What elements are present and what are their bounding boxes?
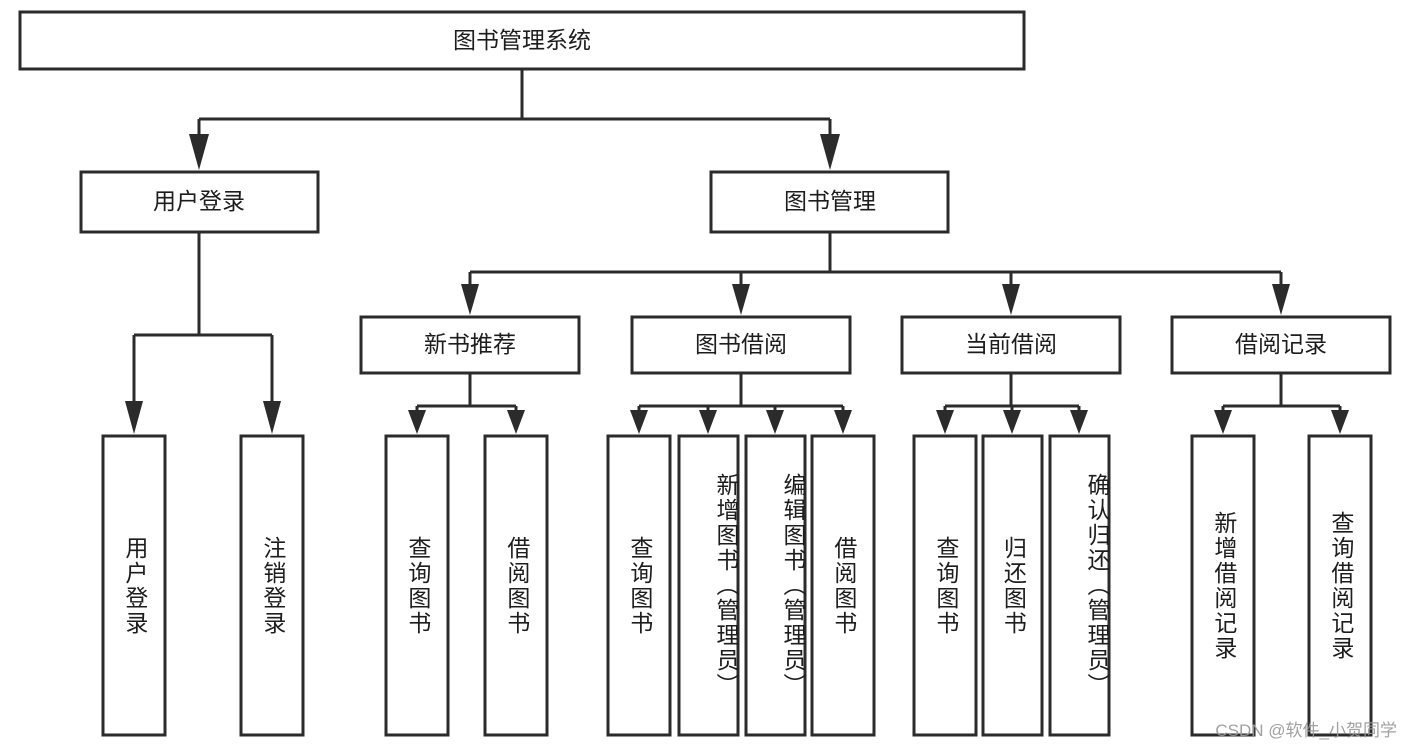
connector-book-borrow-to-leaves: [630, 373, 852, 434]
csdn-watermark: CSDN @软件_小贺同学: [1215, 721, 1397, 740]
leaf-add-record-box[interactable]: [1190, 434, 1256, 737]
node-current-borrow-label: 当前借阅: [965, 331, 1057, 357]
leaf-confirm-return-box[interactable]: [1048, 434, 1111, 737]
connector-user-login-to-leaves: [125, 232, 281, 434]
node-book-manage-label: 图书管理: [784, 188, 876, 214]
leaf-borrow-book-2-box[interactable]: [810, 434, 876, 737]
node-new-book-box[interactable]: [359, 315, 581, 375]
node-new-book-label: 新书推荐: [424, 331, 516, 357]
node-book-borrow-label: 图书借阅: [695, 331, 787, 357]
leaf-borrow-book-1-box[interactable]: [483, 434, 549, 737]
node-current-borrow-box[interactable]: [900, 315, 1122, 375]
leaf-query-book-1-box[interactable]: [384, 434, 450, 737]
connector-new-book-to-leaves: [408, 373, 525, 434]
leaf-user-login-box[interactable]: [101, 434, 167, 737]
leaf-edit-book-box[interactable]: [744, 434, 807, 737]
leaf-add-book-box[interactable]: [677, 434, 740, 737]
node-borrow-record-label: 借阅记录: [1235, 331, 1327, 357]
node-user-login-box[interactable]: [79, 170, 320, 234]
leaf-logout-box[interactable]: [239, 434, 305, 737]
leaf-query-record-box[interactable]: [1307, 434, 1373, 737]
connector-book-manage-to-level3: [461, 232, 1290, 315]
leaf-return-book-box[interactable]: [981, 434, 1044, 737]
leaf-query-book-2-box[interactable]: [606, 434, 672, 737]
node-root-label: 图书管理系统: [453, 27, 591, 53]
connector-root-to-level2: [189, 69, 840, 170]
leaf-query-book-3-box[interactable]: [912, 434, 978, 737]
node-user-login-label: 用户登录: [153, 188, 245, 214]
node-root-box[interactable]: [18, 10, 1026, 71]
connector-borrow-record-to-leaves: [1214, 373, 1349, 434]
connector-current-borrow-to-leaves: [936, 373, 1088, 434]
